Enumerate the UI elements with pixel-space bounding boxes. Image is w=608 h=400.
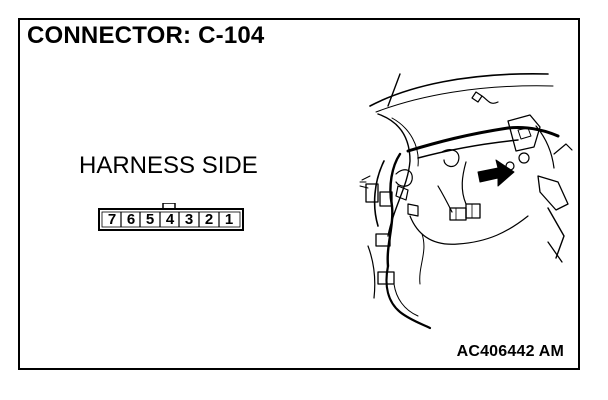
harness-location-illustration (348, 66, 578, 336)
harness-side-label: HARNESS SIDE (79, 152, 258, 179)
pin-7: 7 (107, 211, 117, 228)
harness-drawing (359, 73, 573, 330)
connector-face: 7 6 5 4 3 2 1 (98, 203, 244, 231)
pin-4: 4 (165, 211, 175, 228)
connector-outline (98, 203, 244, 231)
pin-5: 5 (145, 211, 155, 228)
pin-2: 2 (204, 211, 214, 228)
pin-6: 6 (126, 211, 136, 228)
diagram-frame (18, 18, 580, 370)
pin-1: 1 (224, 211, 234, 228)
reference-code: AC406442 AM (456, 343, 564, 360)
pin-3: 3 (184, 211, 194, 228)
connector-title: CONNECTOR: C-104 (27, 22, 265, 49)
